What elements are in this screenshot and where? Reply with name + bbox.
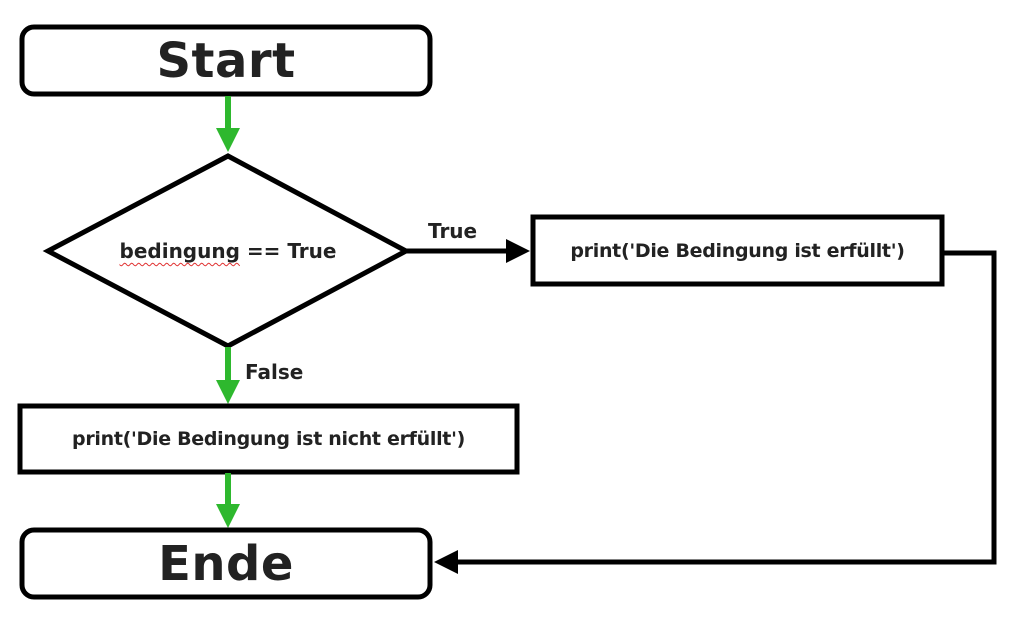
end-node-label: Ende	[158, 535, 294, 592]
false-action-node-shape	[17, 403, 520, 475]
start-node-label: Start	[156, 32, 296, 89]
decision-condition-variable: bedingung	[119, 239, 240, 263]
end-node-shape	[19, 527, 433, 600]
arrow-true-branch	[406, 239, 530, 263]
true-action-node-label: print('Die Bedingung ist erfüllt')	[570, 239, 905, 262]
decision-node-shape	[42, 153, 412, 349]
arrow-false-action-to-end	[216, 473, 240, 528]
decision-condition-operator: == True	[239, 239, 337, 263]
decision-node-label: bedingung == True	[88, 230, 368, 272]
false-edge-label: False	[245, 360, 304, 384]
arrow-start-to-decision	[216, 96, 240, 152]
true-edge-label: True	[428, 219, 478, 243]
arrow-false-branch	[216, 347, 240, 404]
arrow-true-action-to-end	[434, 250, 997, 574]
false-action-node-label: print('Die Bedingung ist nicht erfüllt')	[72, 428, 465, 450]
start-node-shape	[19, 24, 433, 97]
